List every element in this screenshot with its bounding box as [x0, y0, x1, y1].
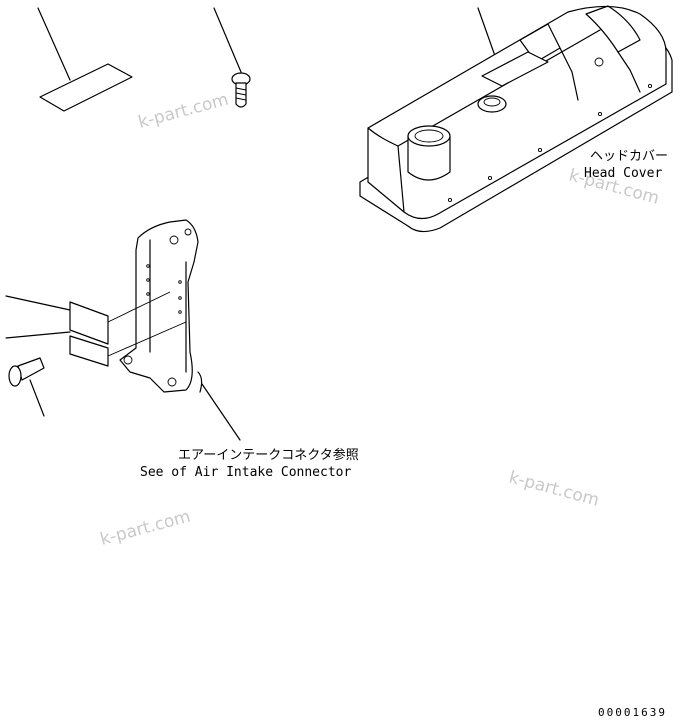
- leader-line: [5, 295, 71, 311]
- bolt-part: [213, 7, 251, 108]
- head-cover-label-jp: ヘッドカバー: [590, 149, 668, 164]
- cover-label-area: [481, 51, 549, 87]
- head-cover: [359, 5, 673, 233]
- watermark: k-part.com: [136, 90, 231, 133]
- plate-stack: [5, 291, 187, 367]
- head-cover-label-en: Head Cover: [584, 166, 662, 181]
- connector-leader-line: [201, 383, 241, 441]
- leader-line: [5, 331, 71, 339]
- bracket-plate: [119, 219, 199, 393]
- plate-lower: [69, 335, 109, 367]
- screw-head: [8, 365, 22, 387]
- oil-filler-neck: [407, 125, 451, 181]
- bracket: [119, 219, 203, 393]
- watermark: k-part.com: [507, 468, 602, 511]
- bracket-hole: [167, 377, 177, 387]
- bracket-hole: [169, 235, 179, 245]
- label-plate-part: [37, 7, 133, 112]
- connector-label-en: See of Air Intake Connector: [140, 465, 351, 480]
- bracket-hole: [184, 228, 192, 236]
- leader-line: [213, 7, 242, 73]
- drawing-number: 00001639: [598, 706, 667, 719]
- leader-line: [29, 379, 45, 417]
- bracket-hole: [123, 355, 133, 365]
- bolt-shank: [235, 82, 247, 108]
- connector-label-jp: エアーインテークコネクタ参照: [178, 447, 359, 463]
- screw-shank: [17, 357, 45, 381]
- watermark: k-part.com: [98, 507, 193, 550]
- plate-upper: [69, 301, 109, 345]
- leader-line: [37, 7, 71, 81]
- label-plate: [39, 63, 133, 112]
- screw-part: [8, 357, 45, 417]
